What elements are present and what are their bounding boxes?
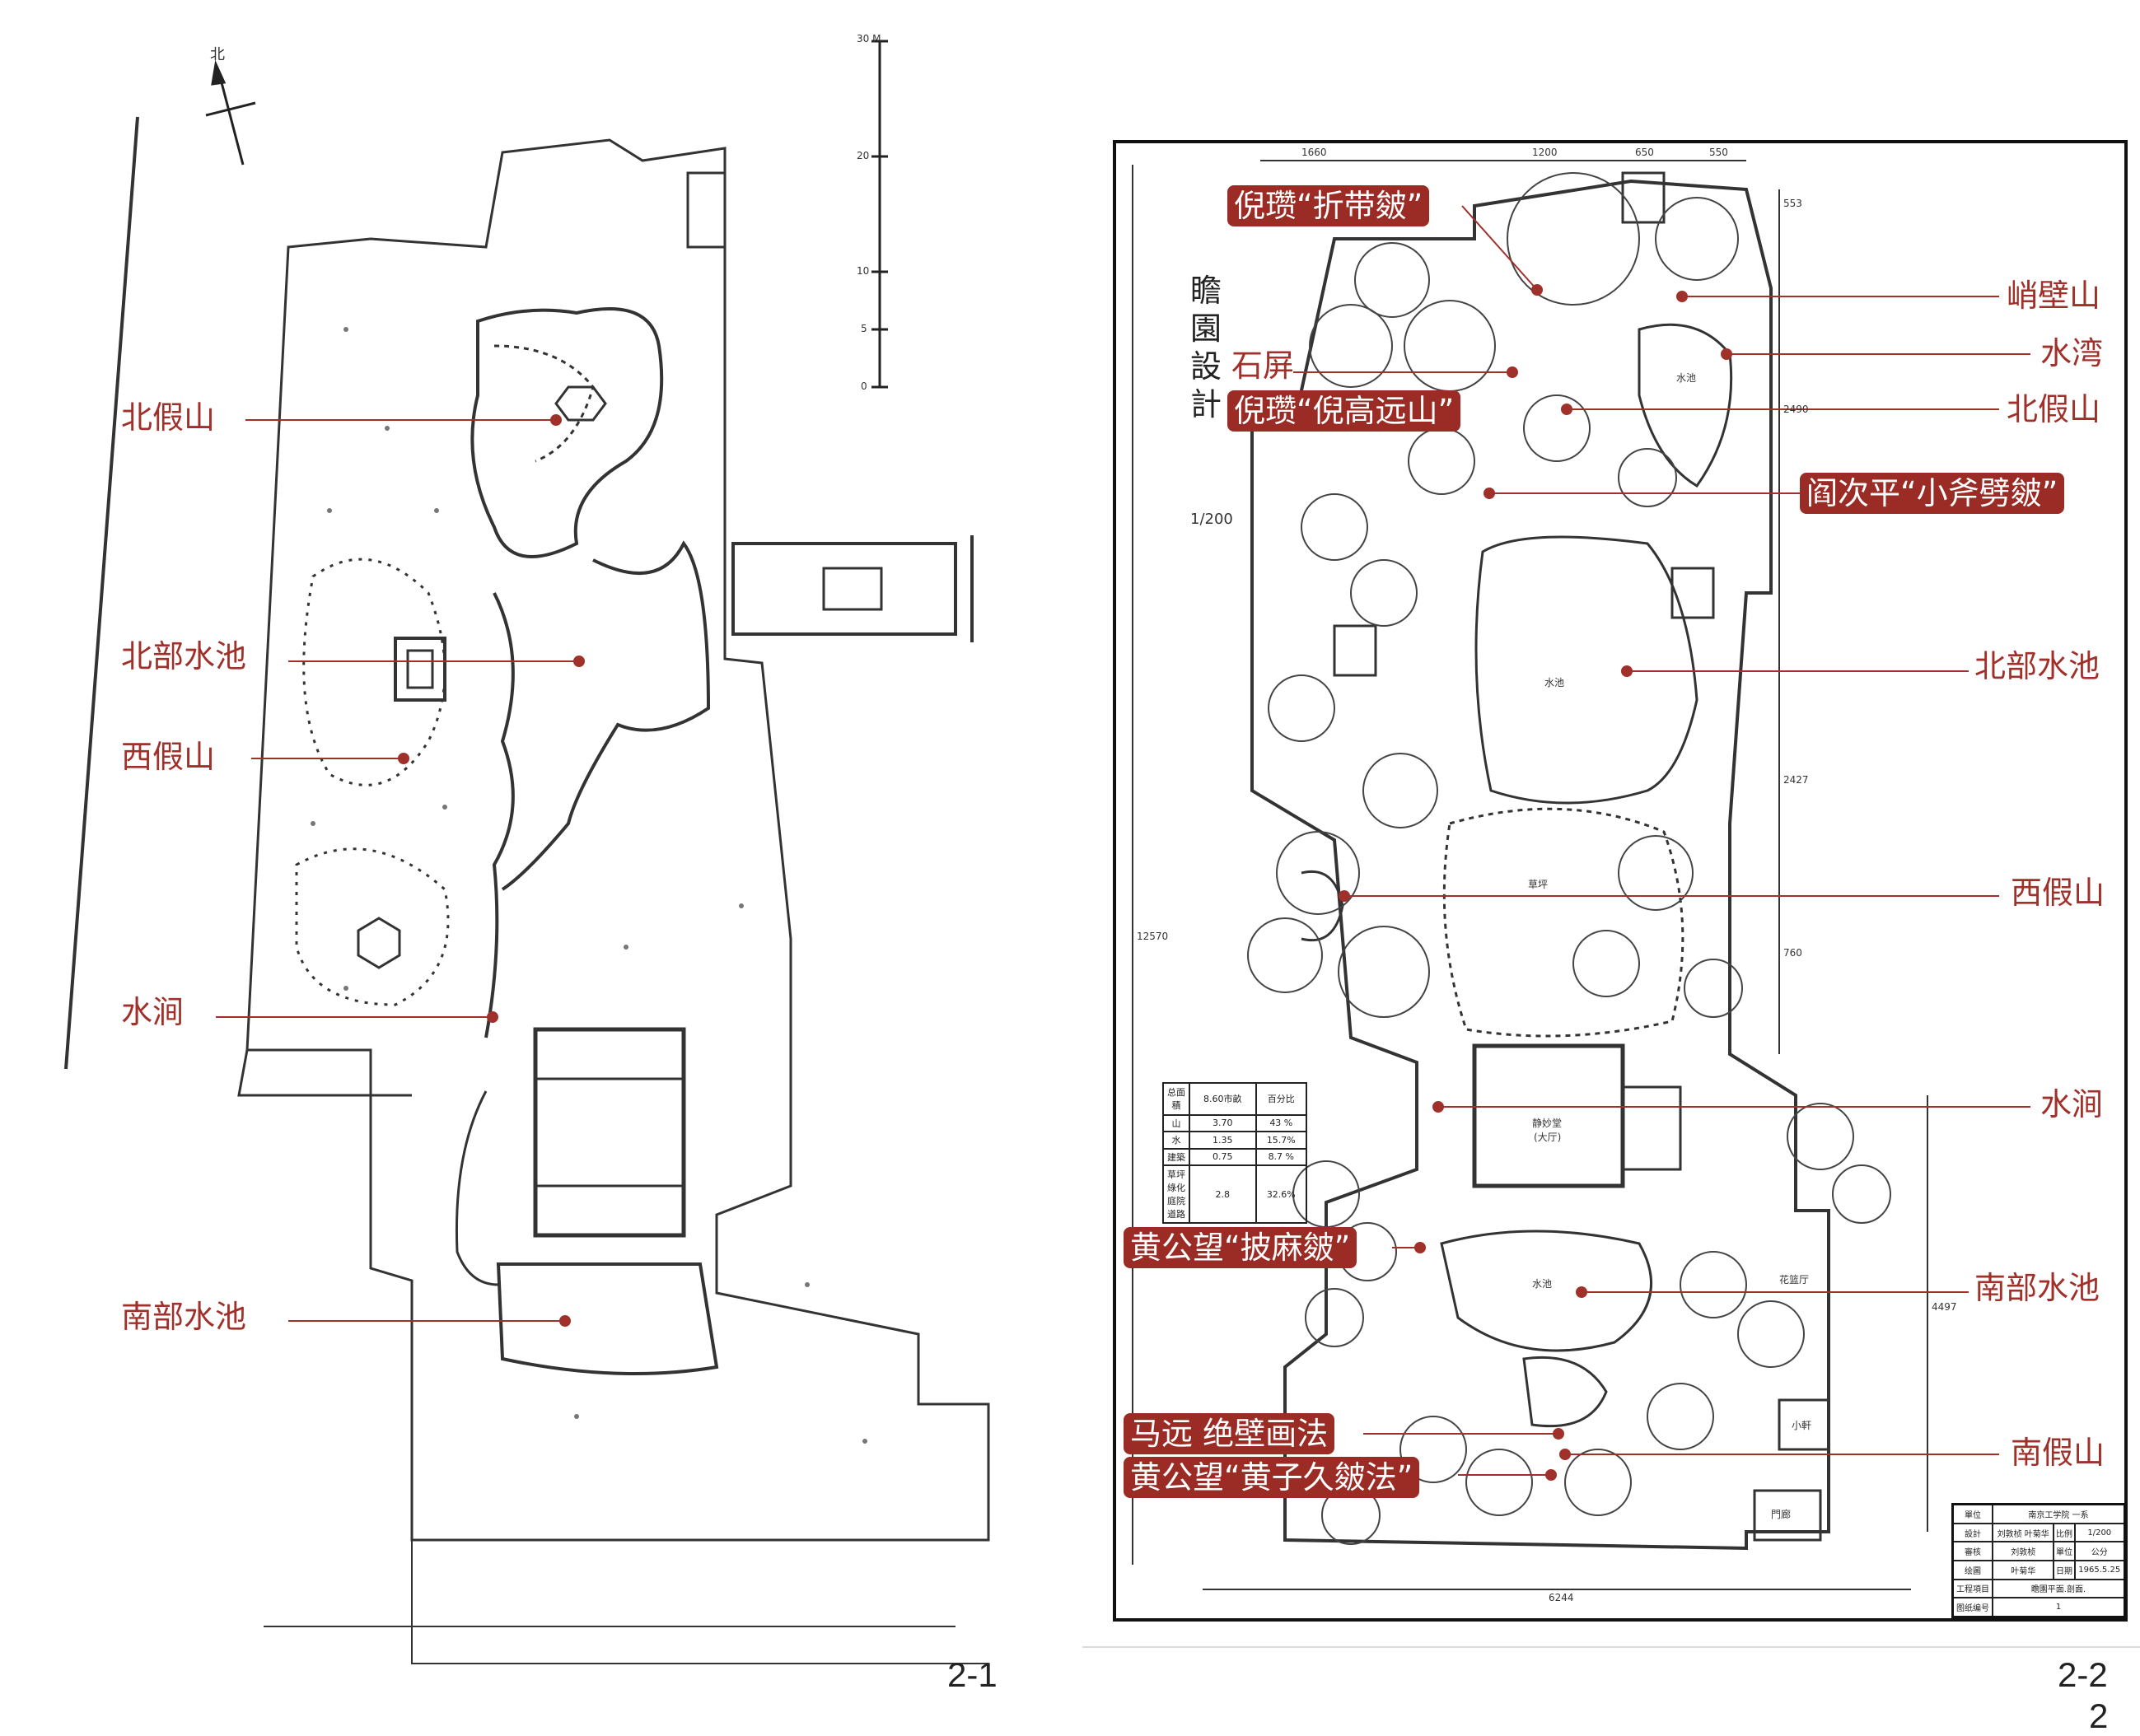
plan-note: 水池 [1544, 677, 1565, 688]
label-cliff-hill: 峭壁山 [2007, 278, 2101, 314]
label-water-ravine: 水涧 [121, 994, 185, 1030]
area-cell: 草坪 綠化 庭院 道路 [1162, 1164, 1190, 1224]
dim-1660: 1660 [1301, 147, 1327, 158]
dim-4497: 4497 [1932, 1301, 1957, 1313]
label-north-hill: 北假山 [2007, 391, 2101, 427]
dim-760: 760 [1783, 947, 1802, 959]
label-north-pool: 北部水池 [121, 638, 247, 674]
tb-label: 绘圖 [1951, 1560, 1993, 1580]
label-north-hill: 北假山 [121, 399, 216, 436]
plan-note: 水池 [1532, 1278, 1553, 1290]
label-water-ravine: 水涧 [2040, 1086, 2104, 1122]
scale-tick: 0 [861, 380, 867, 392]
label-south-hill: 南假山 [2011, 1435, 2105, 1471]
label-yan-ciping-xiaofupi-cun: 阎次平“小斧劈皴” [1800, 473, 2065, 514]
tb-value: 公分 [2073, 1541, 2126, 1561]
label-huang-gongwang-huangzijiu-cun: 黄公望“黄子久皴法” [1124, 1457, 1420, 1498]
area-header: 总面積 [1162, 1082, 1190, 1116]
plan-note: 門廊 [1771, 1509, 1792, 1520]
area-cell: 0.75 [1189, 1147, 1257, 1167]
area-header: 8.60市畝 [1189, 1082, 1257, 1116]
right-garden-plan [1250, 171, 1830, 1551]
left-garden-plan [64, 116, 990, 1664]
area-cell: 建築 [1162, 1147, 1190, 1167]
tb-label: 設計 [1951, 1522, 1993, 1543]
dimension-lines [1132, 160, 1928, 1590]
plan-note: 小軒 [1792, 1420, 1812, 1431]
dim-1200: 1200 [1532, 147, 1558, 158]
label-west-hill: 西假山 [121, 739, 216, 775]
label-huang-gongwang-pima-cun: 黄公望“披麻皴” [1124, 1227, 1357, 1268]
area-cell: 1.35 [1189, 1131, 1257, 1150]
area-cell: 水 [1162, 1131, 1190, 1150]
left-stipple [311, 327, 867, 1444]
area-cell: 2.8 [1189, 1164, 1257, 1224]
left-leader-lines [216, 414, 585, 1327]
tb-value: 刘敦桢 叶菊华 [1991, 1522, 2055, 1543]
label-north-pool: 北部水池 [1974, 648, 2100, 684]
right-tree-circles [1247, 172, 1891, 1545]
tb-label: 比例 [2053, 1522, 2076, 1543]
drawing-title: 瞻園設計 [1190, 273, 1222, 422]
scale-bar [871, 40, 888, 389]
dim-6244: 6244 [1549, 1592, 1574, 1603]
right-drawing-frame [1113, 140, 2128, 1622]
tb-label: 單位 [1951, 1503, 1993, 1524]
area-header: 百分比 [1255, 1082, 1308, 1116]
tb-label: 工程項目 [1951, 1578, 1993, 1599]
tb-value: 南京工学院 一系 [1992, 1503, 2126, 1524]
dim-2490: 2490 [1783, 404, 1809, 415]
label-ma-yuan-juebi: 马远 绝壁画法 [1124, 1413, 1335, 1454]
area-cell: 15.7% [1255, 1131, 1308, 1150]
tb-label: 審核 [1951, 1541, 1993, 1561]
scale-label: 30 M [857, 33, 881, 44]
dim-553: 553 [1783, 198, 1802, 209]
label-stone-screen: 石屏 [1231, 348, 1295, 384]
area-cell: 山 [1162, 1113, 1190, 1133]
plan-note: 花篮厅 [1779, 1274, 1810, 1286]
figure-id-2-2: 2-2 [2058, 1655, 2108, 1694]
page-number: 2 [2089, 1696, 2109, 1735]
tb-value: 1/200 [2073, 1522, 2126, 1543]
area-cell: 43 % [1255, 1113, 1308, 1133]
area-cell: 3.70 [1189, 1113, 1257, 1133]
figure-id-2-1: 2-1 [947, 1655, 998, 1694]
dim-12570: 12570 [1137, 931, 1169, 942]
scale-tick: 10 [857, 265, 870, 277]
north-arrow-icon [205, 59, 256, 166]
label-water-bay: 水湾 [2040, 335, 2104, 371]
label-west-hill: 西假山 [2011, 875, 2105, 911]
plan-note: 水池 [1676, 372, 1697, 384]
dim-550: 550 [1709, 147, 1728, 158]
right-leader-lines [1293, 205, 2030, 1481]
tb-label: 图纸编号 [1951, 1597, 1993, 1618]
north-label: 北 [210, 46, 225, 63]
tb-value: 1 [1992, 1597, 2126, 1618]
tb-value: 叶菊华 [1991, 1560, 2055, 1580]
tb-label: 單位 [2053, 1541, 2076, 1561]
area-cell: 8.7 % [1255, 1147, 1308, 1167]
tb-value: 刘敦桢 [1991, 1541, 2055, 1561]
scale-tick: 20 [857, 150, 870, 161]
tb-value: 1965.5.25 [2073, 1560, 2126, 1580]
label-ni-zan-zhedai-cun: 倪瓒“折带皴” [1227, 185, 1430, 226]
drawing-scale: 1/200 [1190, 511, 1233, 528]
tb-value: 瞻園平面.剖面. [1992, 1578, 2126, 1599]
scale-tick: 5 [861, 323, 867, 334]
label-ni-zan-ni-gaoyuan-shan: 倪瓒“倪高远山” [1227, 390, 1461, 432]
tb-label: 日期 [2053, 1560, 2076, 1580]
dim-650: 650 [1635, 147, 1654, 158]
label-south-pool: 南部水池 [121, 1299, 247, 1335]
plan-note: 草坪 [1528, 879, 1549, 890]
plan-note: 静妙堂 [1532, 1118, 1563, 1129]
dim-2427: 2427 [1783, 774, 1809, 786]
label-south-pool: 南部水池 [1974, 1270, 2100, 1306]
plan-note: (大厅) [1534, 1132, 1562, 1143]
area-cell: 32.6% [1255, 1164, 1308, 1224]
